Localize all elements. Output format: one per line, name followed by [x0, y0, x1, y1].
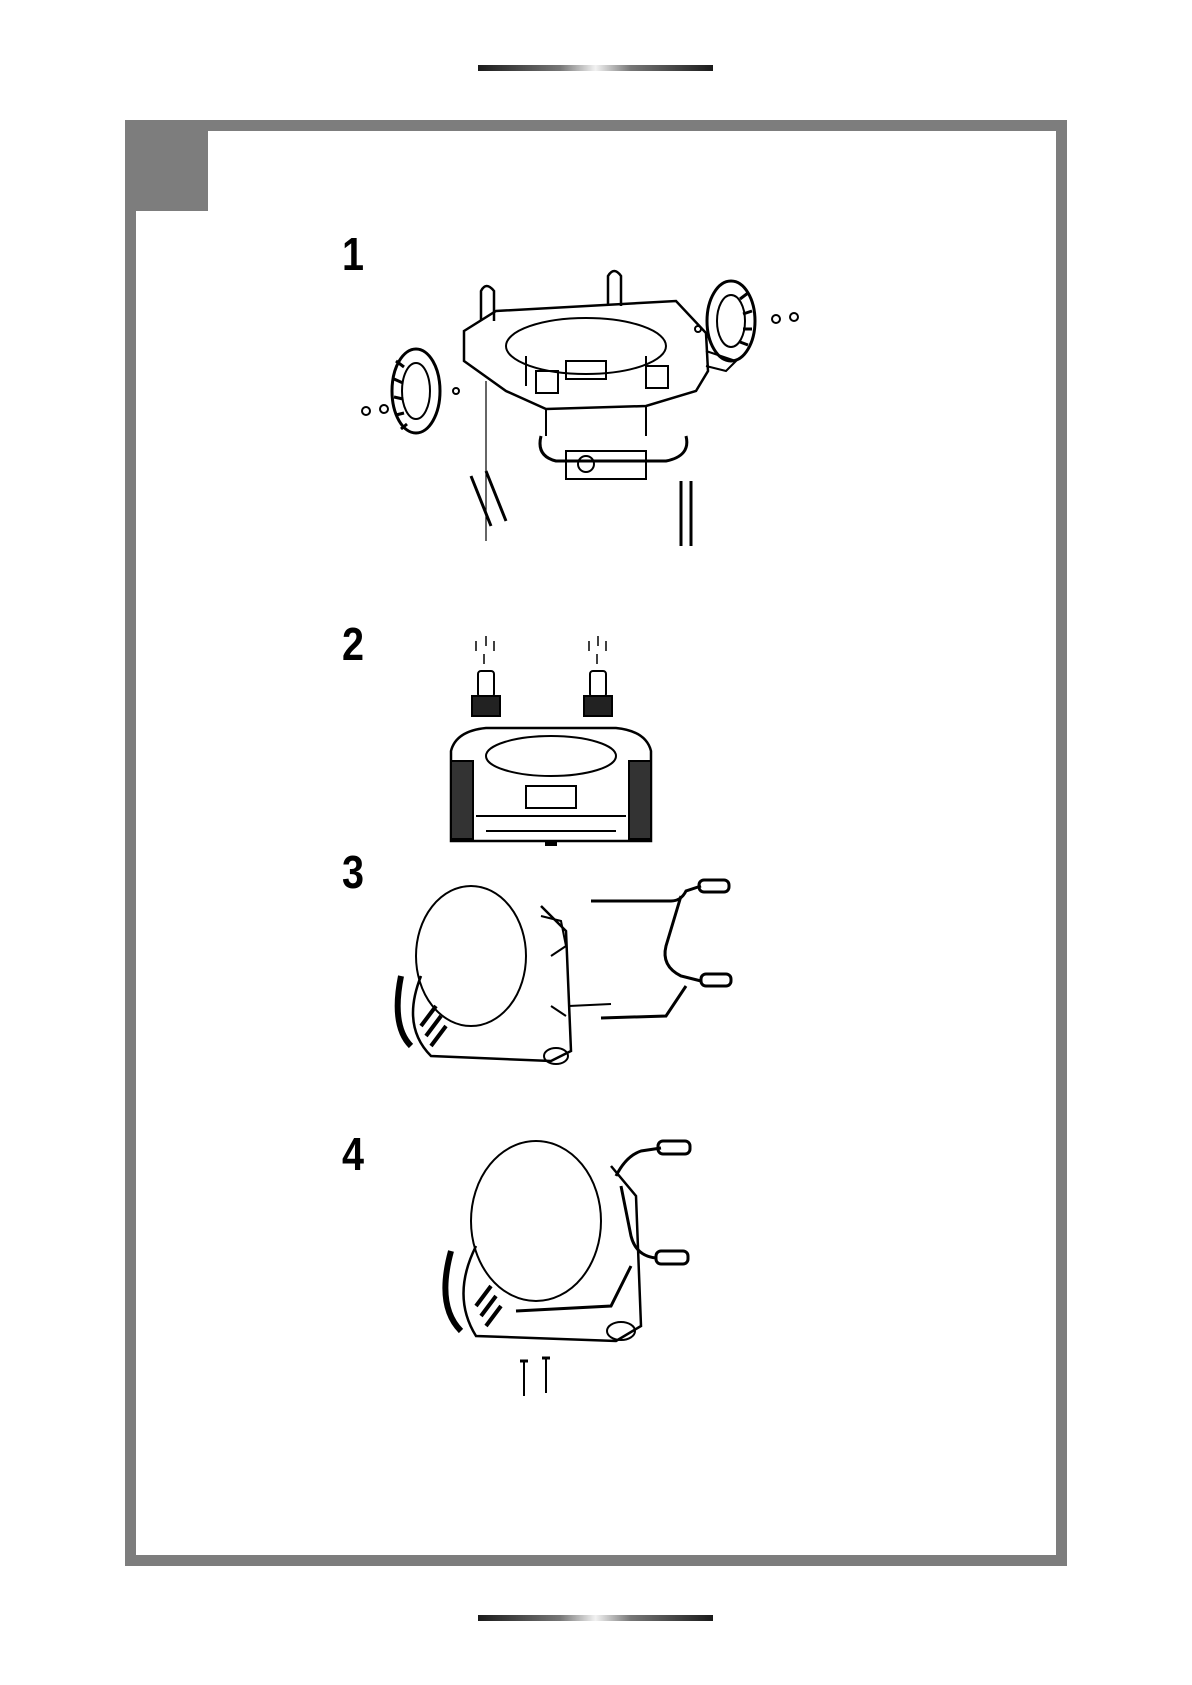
section-corner-tab [136, 131, 208, 211]
step-2-number: 2 [342, 621, 364, 667]
step-2-illustration [446, 636, 666, 866]
step-3-illustration [391, 876, 741, 1076]
header-decorative-rule [478, 65, 713, 71]
step-4-illustration [436, 1136, 696, 1396]
step-4-number: 4 [342, 1131, 364, 1177]
instruction-panel: 1 [125, 120, 1067, 1566]
step-1-illustration [346, 261, 806, 561]
footer-decorative-rule [478, 1615, 713, 1621]
step-3-number: 3 [342, 849, 364, 895]
